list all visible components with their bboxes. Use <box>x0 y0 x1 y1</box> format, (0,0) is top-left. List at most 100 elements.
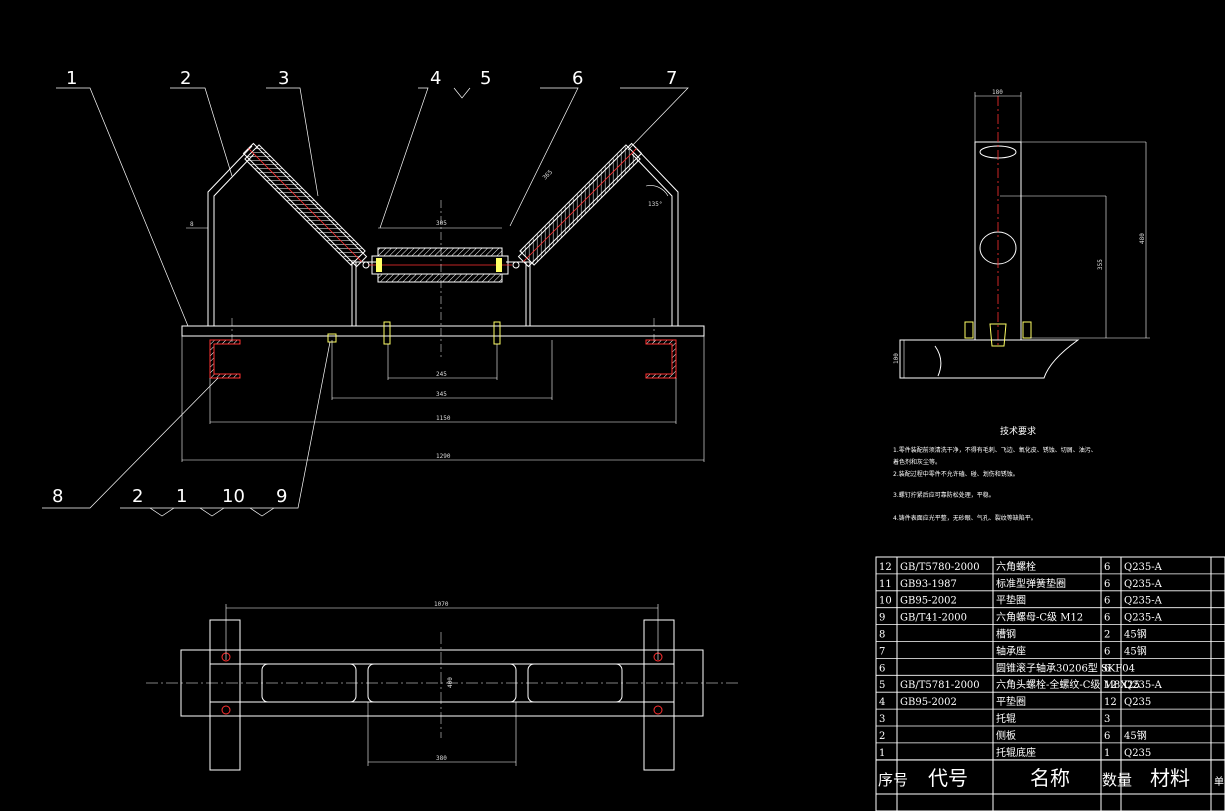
bom-cell: 六角螺栓 <box>996 560 1036 573</box>
bom-cell: 10 <box>879 596 892 607</box>
bom-cell: 7 <box>879 646 885 657</box>
bom-cell: 六角头螺栓-全螺纹-C级 M8X25 <box>996 678 1140 691</box>
svg-text:着色剂和灰尘等。: 着色剂和灰尘等。 <box>893 458 941 466</box>
label-3: 3 <box>278 68 289 89</box>
svg-text:135°: 135° <box>648 201 662 208</box>
bom-cell: GB95-2002 <box>900 697 957 708</box>
svg-text:4.铸件表面应光平整，无砂眼、气孔、裂纹等缺陷平。: 4.铸件表面应光平整，无砂眼、气孔、裂纹等缺陷平。 <box>893 514 1037 522</box>
svg-text:365: 365 <box>541 169 554 182</box>
bom-cell: 3 <box>879 714 885 725</box>
side-dims: 180 355 480 100 <box>893 89 1146 364</box>
bom-cell: 6 <box>1104 562 1110 573</box>
bom-cell: 1 <box>879 748 885 759</box>
label-2b: 2 <box>132 486 143 507</box>
label-9: 9 <box>276 486 287 507</box>
bom-cell: 圆锥滚子轴承30206型 SKF04 <box>996 661 1135 674</box>
bom-cell: 平垫圈 <box>996 695 1026 708</box>
svg-text:345: 345 <box>436 391 447 398</box>
bom-cell: 2 <box>879 731 885 742</box>
roller-center <box>362 247 520 283</box>
bom-cell: 9 <box>879 613 885 624</box>
roller-right <box>517 142 643 268</box>
header-extra: 单件 <box>1214 776 1225 788</box>
svg-text:1.零件装配前须清洗干净，不得有毛刺、飞边、氧化皮、锈蚀、切: 1.零件装配前须清洗干净，不得有毛刺、飞边、氧化皮、锈蚀、切屑、油污、 <box>893 446 1097 454</box>
bom-cell: 6 <box>1104 731 1110 742</box>
top-dims: 1070 380 400 <box>434 601 454 762</box>
svg-text:355: 355 <box>1097 259 1104 270</box>
label-1b: 1 <box>176 486 187 507</box>
bom-cell: 11 <box>879 579 892 590</box>
bom-cell: 12 <box>1104 697 1117 708</box>
label-10: 10 <box>222 486 245 507</box>
bom-cell: 8 <box>879 630 885 641</box>
bom-cell: 槽钢 <box>996 628 1016 641</box>
bom-cell: 6 <box>1104 613 1110 624</box>
tech-title: 技术要求 <box>1000 425 1036 437</box>
bom-cell: Q235-A <box>1124 613 1163 624</box>
bolts <box>327 321 501 345</box>
svg-text:480: 480 <box>1139 233 1146 244</box>
bom-cell: 轴承座 <box>996 644 1026 657</box>
svg-text:3.螺钉拧紧后应可靠防松处理，平稳。: 3.螺钉拧紧后应可靠防松处理，平稳。 <box>893 491 995 499</box>
header-material: 材料 <box>1150 766 1190 790</box>
bom-cell: Q235 <box>1124 697 1151 708</box>
label-6: 6 <box>572 68 583 89</box>
bom-cell: Q235 <box>1124 748 1151 759</box>
tech-requirements: 技术要求 1.零件装配前须清洗干净，不得有毛刺、飞边、氧化皮、锈蚀、切屑、油污、… <box>893 425 1097 522</box>
bom-cell: Q235-A <box>1124 579 1163 590</box>
frame-right <box>631 145 679 326</box>
bom-table <box>875 556 1225 811</box>
bom-cell: GB/T41-2000 <box>900 613 967 624</box>
part-labels: 1 2 3 4 5 6 7 8 2 1 10 9 <box>52 68 677 507</box>
svg-text:400: 400 <box>447 677 454 688</box>
top-view <box>146 604 738 771</box>
bom-cell: 6 <box>1104 579 1110 590</box>
bom-cell: Q235-A <box>1124 680 1163 691</box>
frame-left <box>207 145 255 326</box>
dimension-texts: 8 305 365 135° 245 345 1150 1290 <box>190 169 662 460</box>
header-qty: 数量 <box>1102 771 1132 789</box>
header-no: 序号 <box>878 771 908 789</box>
bom-cell: 平垫圈 <box>996 594 1026 607</box>
label-2: 2 <box>180 68 191 89</box>
bom-cell: GB/T5780-2000 <box>900 562 980 573</box>
svg-text:8: 8 <box>190 221 194 228</box>
bom-cell: 5 <box>879 680 885 691</box>
svg-text:180: 180 <box>992 89 1003 96</box>
bom-cell: 2 <box>1104 630 1110 641</box>
bom-header: 序号 代号 名称 数量 材料 单件 <box>878 766 1225 790</box>
channel-left <box>209 339 241 379</box>
bom-cell: 标准型弹簧垫圈 <box>996 577 1066 590</box>
header-code: 代号 <box>928 766 968 790</box>
bom-cell: 3 <box>1104 714 1110 725</box>
bom-cell: 6 <box>1104 646 1110 657</box>
header-name: 名称 <box>1030 766 1070 790</box>
label-7: 7 <box>666 68 677 89</box>
label-5: 5 <box>480 68 491 89</box>
bom-cell: 1 <box>1104 748 1110 759</box>
bom-cell: 12 <box>1104 680 1117 691</box>
roller-left <box>242 142 368 268</box>
bom-cell: 45钢 <box>1124 628 1147 641</box>
svg-text:1290: 1290 <box>436 453 451 460</box>
svg-text:100: 100 <box>893 353 900 364</box>
svg-text:2.装配过程中零件不允许磕、碰、划伤和锈蚀。: 2.装配过程中零件不允许磕、碰、划伤和锈蚀。 <box>893 470 1019 478</box>
bom-cell: GB95-2002 <box>900 596 957 607</box>
label-4: 4 <box>430 68 441 89</box>
bom-cell: GB/T5781-2000 <box>900 680 980 691</box>
label-1: 1 <box>66 68 77 89</box>
bom-cell: 4 <box>879 697 885 708</box>
svg-text:305: 305 <box>436 220 447 227</box>
bom-cell: 侧板 <box>996 729 1016 742</box>
svg-text:1070: 1070 <box>434 601 449 608</box>
front-view <box>42 87 705 517</box>
bom-cell: GB93-1987 <box>900 579 957 590</box>
bom-cell: 12 <box>879 562 892 573</box>
svg-text:1150: 1150 <box>436 415 451 422</box>
bom-cell: 托辊 <box>996 712 1016 725</box>
bom-cell: 托辊底座 <box>996 746 1036 759</box>
side-view <box>899 92 1150 379</box>
bom-cell: Q235-A <box>1124 562 1163 573</box>
bom-cell: Q235-A <box>1124 596 1163 607</box>
